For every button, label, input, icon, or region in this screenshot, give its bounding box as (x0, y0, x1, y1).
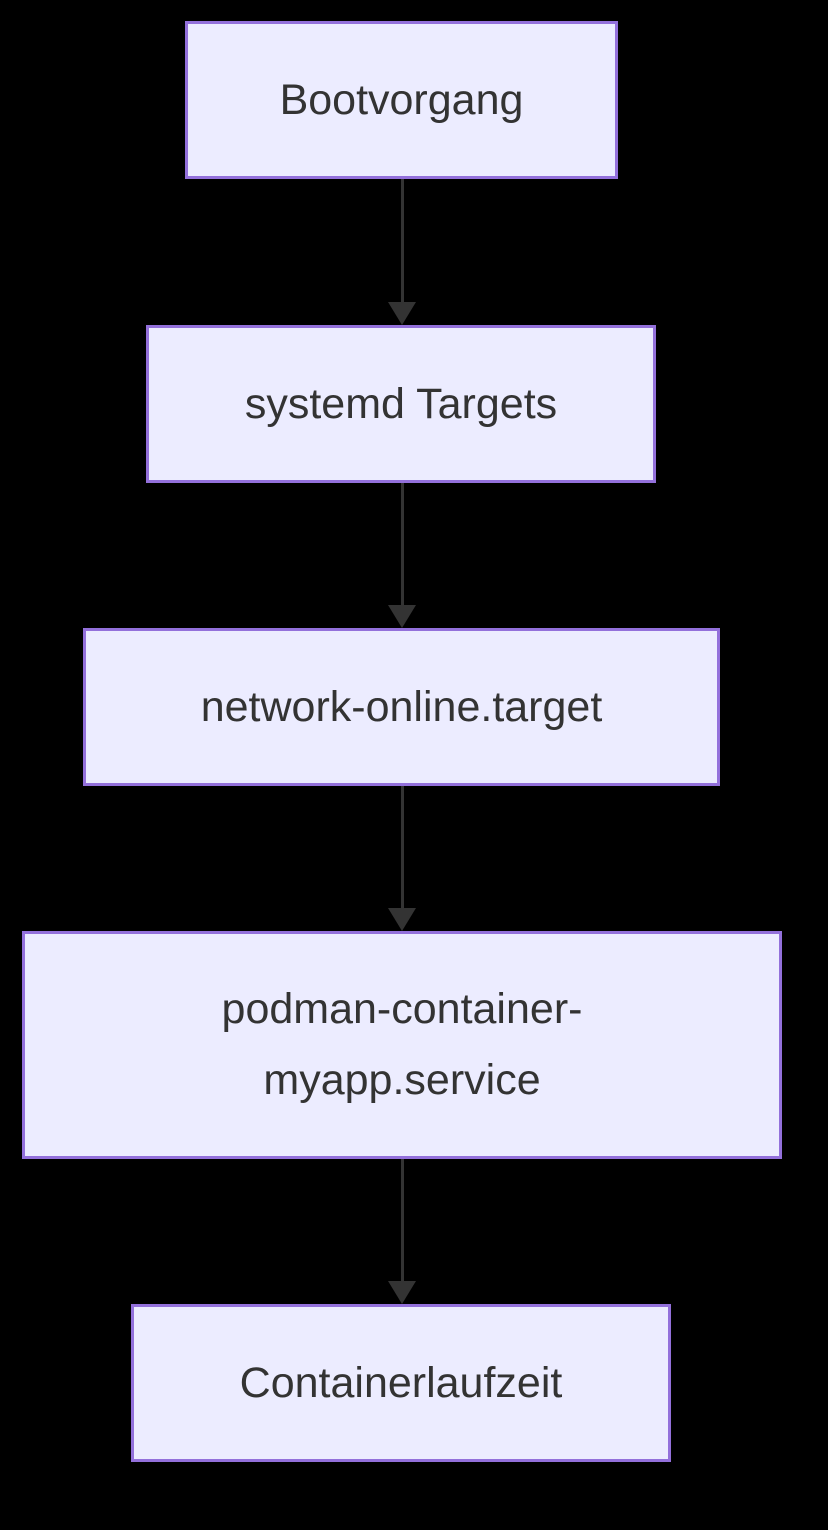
edge-bootvorgang-to-systemd-targets (387, 179, 417, 325)
arrow-line (400, 483, 404, 614)
node-systemd-targets: systemd Targets (146, 325, 656, 483)
edge-network-online-target-to-podman-container-service (387, 786, 417, 931)
edge-podman-container-service-to-containerlaufzeit (387, 1159, 417, 1304)
node-label: Bootvorgang (279, 75, 524, 124)
arrowhead-down-icon (388, 1281, 416, 1304)
arrow-line (400, 179, 404, 311)
node-bootvorgang: Bootvorgang (185, 21, 618, 179)
node-label-line-2: myapp.service (263, 1056, 541, 1104)
node-label: network-online.target (200, 682, 603, 731)
arrowhead-down-icon (388, 605, 416, 628)
arrow-line (400, 786, 404, 917)
node-label-line-1: podman-container- (221, 985, 583, 1034)
node-network-online-target: network-online.target (83, 628, 720, 786)
node-label: systemd Targets (244, 379, 558, 428)
node-containerlaufzeit: Containerlaufzeit (131, 1304, 671, 1462)
arrowhead-down-icon (388, 302, 416, 325)
edge-systemd-targets-to-network-online-target (387, 483, 417, 628)
node-podman-container-myapp-service: podman-container- myapp.service (22, 931, 782, 1159)
node-label: Containerlaufzeit (239, 1358, 563, 1407)
arrowhead-down-icon (388, 908, 416, 931)
arrow-line (400, 1159, 404, 1290)
